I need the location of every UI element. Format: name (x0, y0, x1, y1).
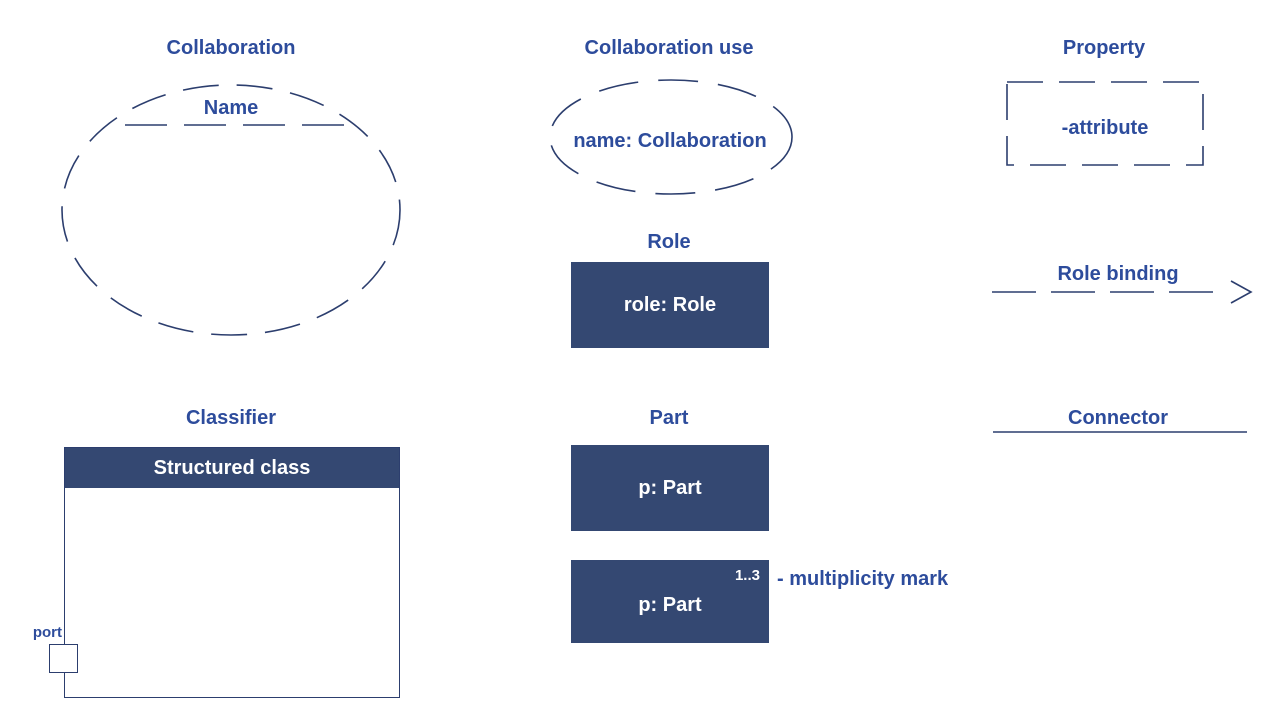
collaboration-ellipse (61, 84, 401, 336)
property-rect (1006, 81, 1204, 166)
part-title: Part (649, 407, 689, 429)
part-multiplicity-rect: 1..3 p: Part (571, 560, 769, 643)
role-binding-arrowhead-icon (1230, 280, 1253, 304)
part-multiplicity-label: p: Part (638, 594, 702, 616)
role-label: role: Role (623, 293, 717, 316)
property-title: Property (1062, 37, 1146, 59)
collaboration-use-label: name: Collaboration (573, 130, 767, 152)
port-label: port (32, 624, 62, 641)
collaboration-name-label: Name (203, 97, 259, 119)
connector-title: Connector (1068, 407, 1168, 429)
classifier-title: Classifier (185, 407, 277, 429)
property-label: -attribute (1061, 117, 1149, 139)
collaboration-title: Collaboration (166, 37, 296, 59)
role-rect: role: Role (571, 262, 769, 348)
role-title: Role (647, 231, 691, 253)
classifier-header-label: Structured class (153, 456, 311, 479)
classifier-rect: Structured class (64, 447, 400, 698)
port-square (49, 644, 78, 673)
multiplicity-annotation: - multiplicity mark (777, 568, 949, 590)
part-label: p: Part (638, 476, 702, 499)
role-binding-title: Role binding (1057, 263, 1179, 285)
collaboration-use-title: Collaboration use (584, 37, 754, 59)
multiplicity-mark: 1..3 (734, 567, 760, 584)
classifier-header: Structured class (65, 448, 399, 488)
part-rect: p: Part (571, 445, 769, 531)
collaboration-use-ellipse (549, 79, 793, 195)
